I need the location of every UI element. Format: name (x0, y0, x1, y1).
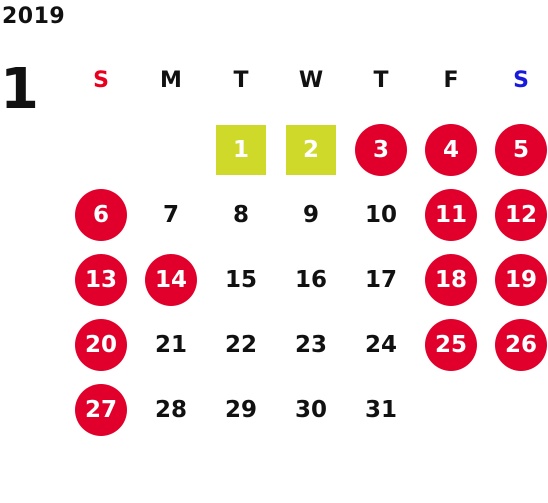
day-8[interactable]: 8 (232, 202, 249, 228)
day-17[interactable]: 17 (364, 267, 397, 293)
day-31[interactable]: 31 (364, 397, 397, 423)
day-24[interactable]: 24 (364, 332, 397, 358)
day-10[interactable]: 10 (364, 202, 397, 228)
weekday-thu: T (373, 68, 389, 93)
day-25[interactable]: 25 (425, 319, 477, 371)
day-7[interactable]: 7 (162, 202, 179, 228)
day-12[interactable]: 12 (495, 189, 547, 241)
month-number: 1 (0, 57, 39, 122)
day-16[interactable]: 16 (294, 267, 327, 293)
day-30[interactable]: 30 (294, 397, 327, 423)
day-3[interactable]: 3 (355, 124, 407, 176)
day-2[interactable]: 2 (286, 125, 336, 175)
weekday-wed: W (298, 68, 324, 93)
day-20[interactable]: 20 (75, 319, 127, 371)
day-15[interactable]: 15 (224, 267, 257, 293)
day-23[interactable]: 23 (294, 332, 327, 358)
day-6[interactable]: 6 (75, 189, 127, 241)
day-1[interactable]: 1 (216, 125, 266, 175)
day-13[interactable]: 13 (75, 254, 127, 306)
day-18[interactable]: 18 (425, 254, 477, 306)
day-14[interactable]: 14 (145, 254, 197, 306)
day-21[interactable]: 21 (154, 332, 187, 358)
day-27[interactable]: 27 (75, 384, 127, 436)
weekday-tue: T (233, 68, 249, 93)
day-11[interactable]: 11 (425, 189, 477, 241)
day-28[interactable]: 28 (154, 397, 187, 423)
day-4[interactable]: 4 (425, 124, 477, 176)
day-29[interactable]: 29 (224, 397, 257, 423)
weekday-mon: M (160, 68, 182, 93)
weekday-sun: S (93, 68, 109, 93)
year-label: 2019 (2, 4, 66, 29)
day-9[interactable]: 9 (302, 202, 319, 228)
day-5[interactable]: 5 (495, 124, 547, 176)
day-19[interactable]: 19 (495, 254, 547, 306)
day-26[interactable]: 26 (495, 319, 547, 371)
day-22[interactable]: 22 (224, 332, 257, 358)
weekday-fri: F (443, 68, 459, 93)
weekday-sat: S (513, 68, 529, 93)
